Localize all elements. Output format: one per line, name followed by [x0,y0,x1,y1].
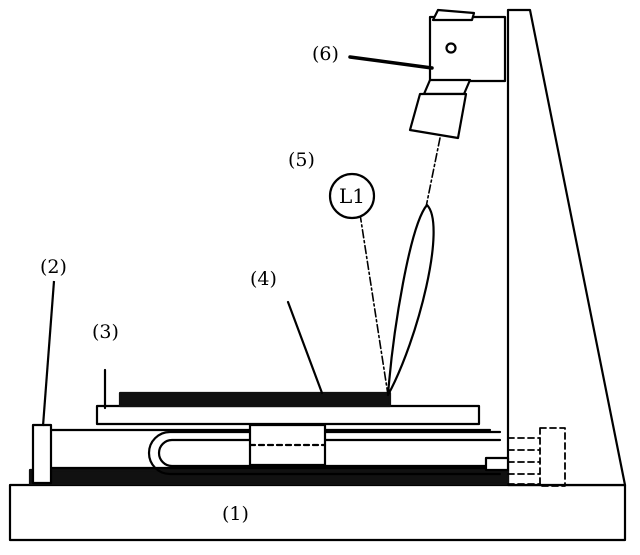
label-base: (1) [222,503,249,525]
u-cable-inner [157,438,502,468]
camera-pointer-line [348,55,434,70]
post-pointer-line [41,280,56,427]
label-sample: (4) [250,268,277,290]
camera-cap [431,8,476,22]
hidden-drive-box [507,427,566,487]
beam-lobe [386,203,435,397]
lens-dashed-line [359,213,389,396]
rail-end-block [484,456,510,472]
vertical-stand [506,8,627,487]
camera-neck [422,78,472,96]
label-lens-l1: L1 [339,184,365,208]
rail-strip [28,468,510,486]
sample [118,391,392,408]
post [31,423,53,485]
table [95,404,481,426]
label-table: (3) [92,321,119,343]
label-post: (2) [40,256,67,278]
sample-pointer-line [286,300,324,395]
lens-l1-circle [328,172,376,220]
camera-body [428,15,507,83]
label-beam: (5) [288,149,315,171]
base-plate [8,483,627,542]
camera-lens [408,92,468,140]
u-cable-outer [147,430,502,476]
camera-screw [445,42,457,54]
label-camera: (6) [312,43,339,65]
